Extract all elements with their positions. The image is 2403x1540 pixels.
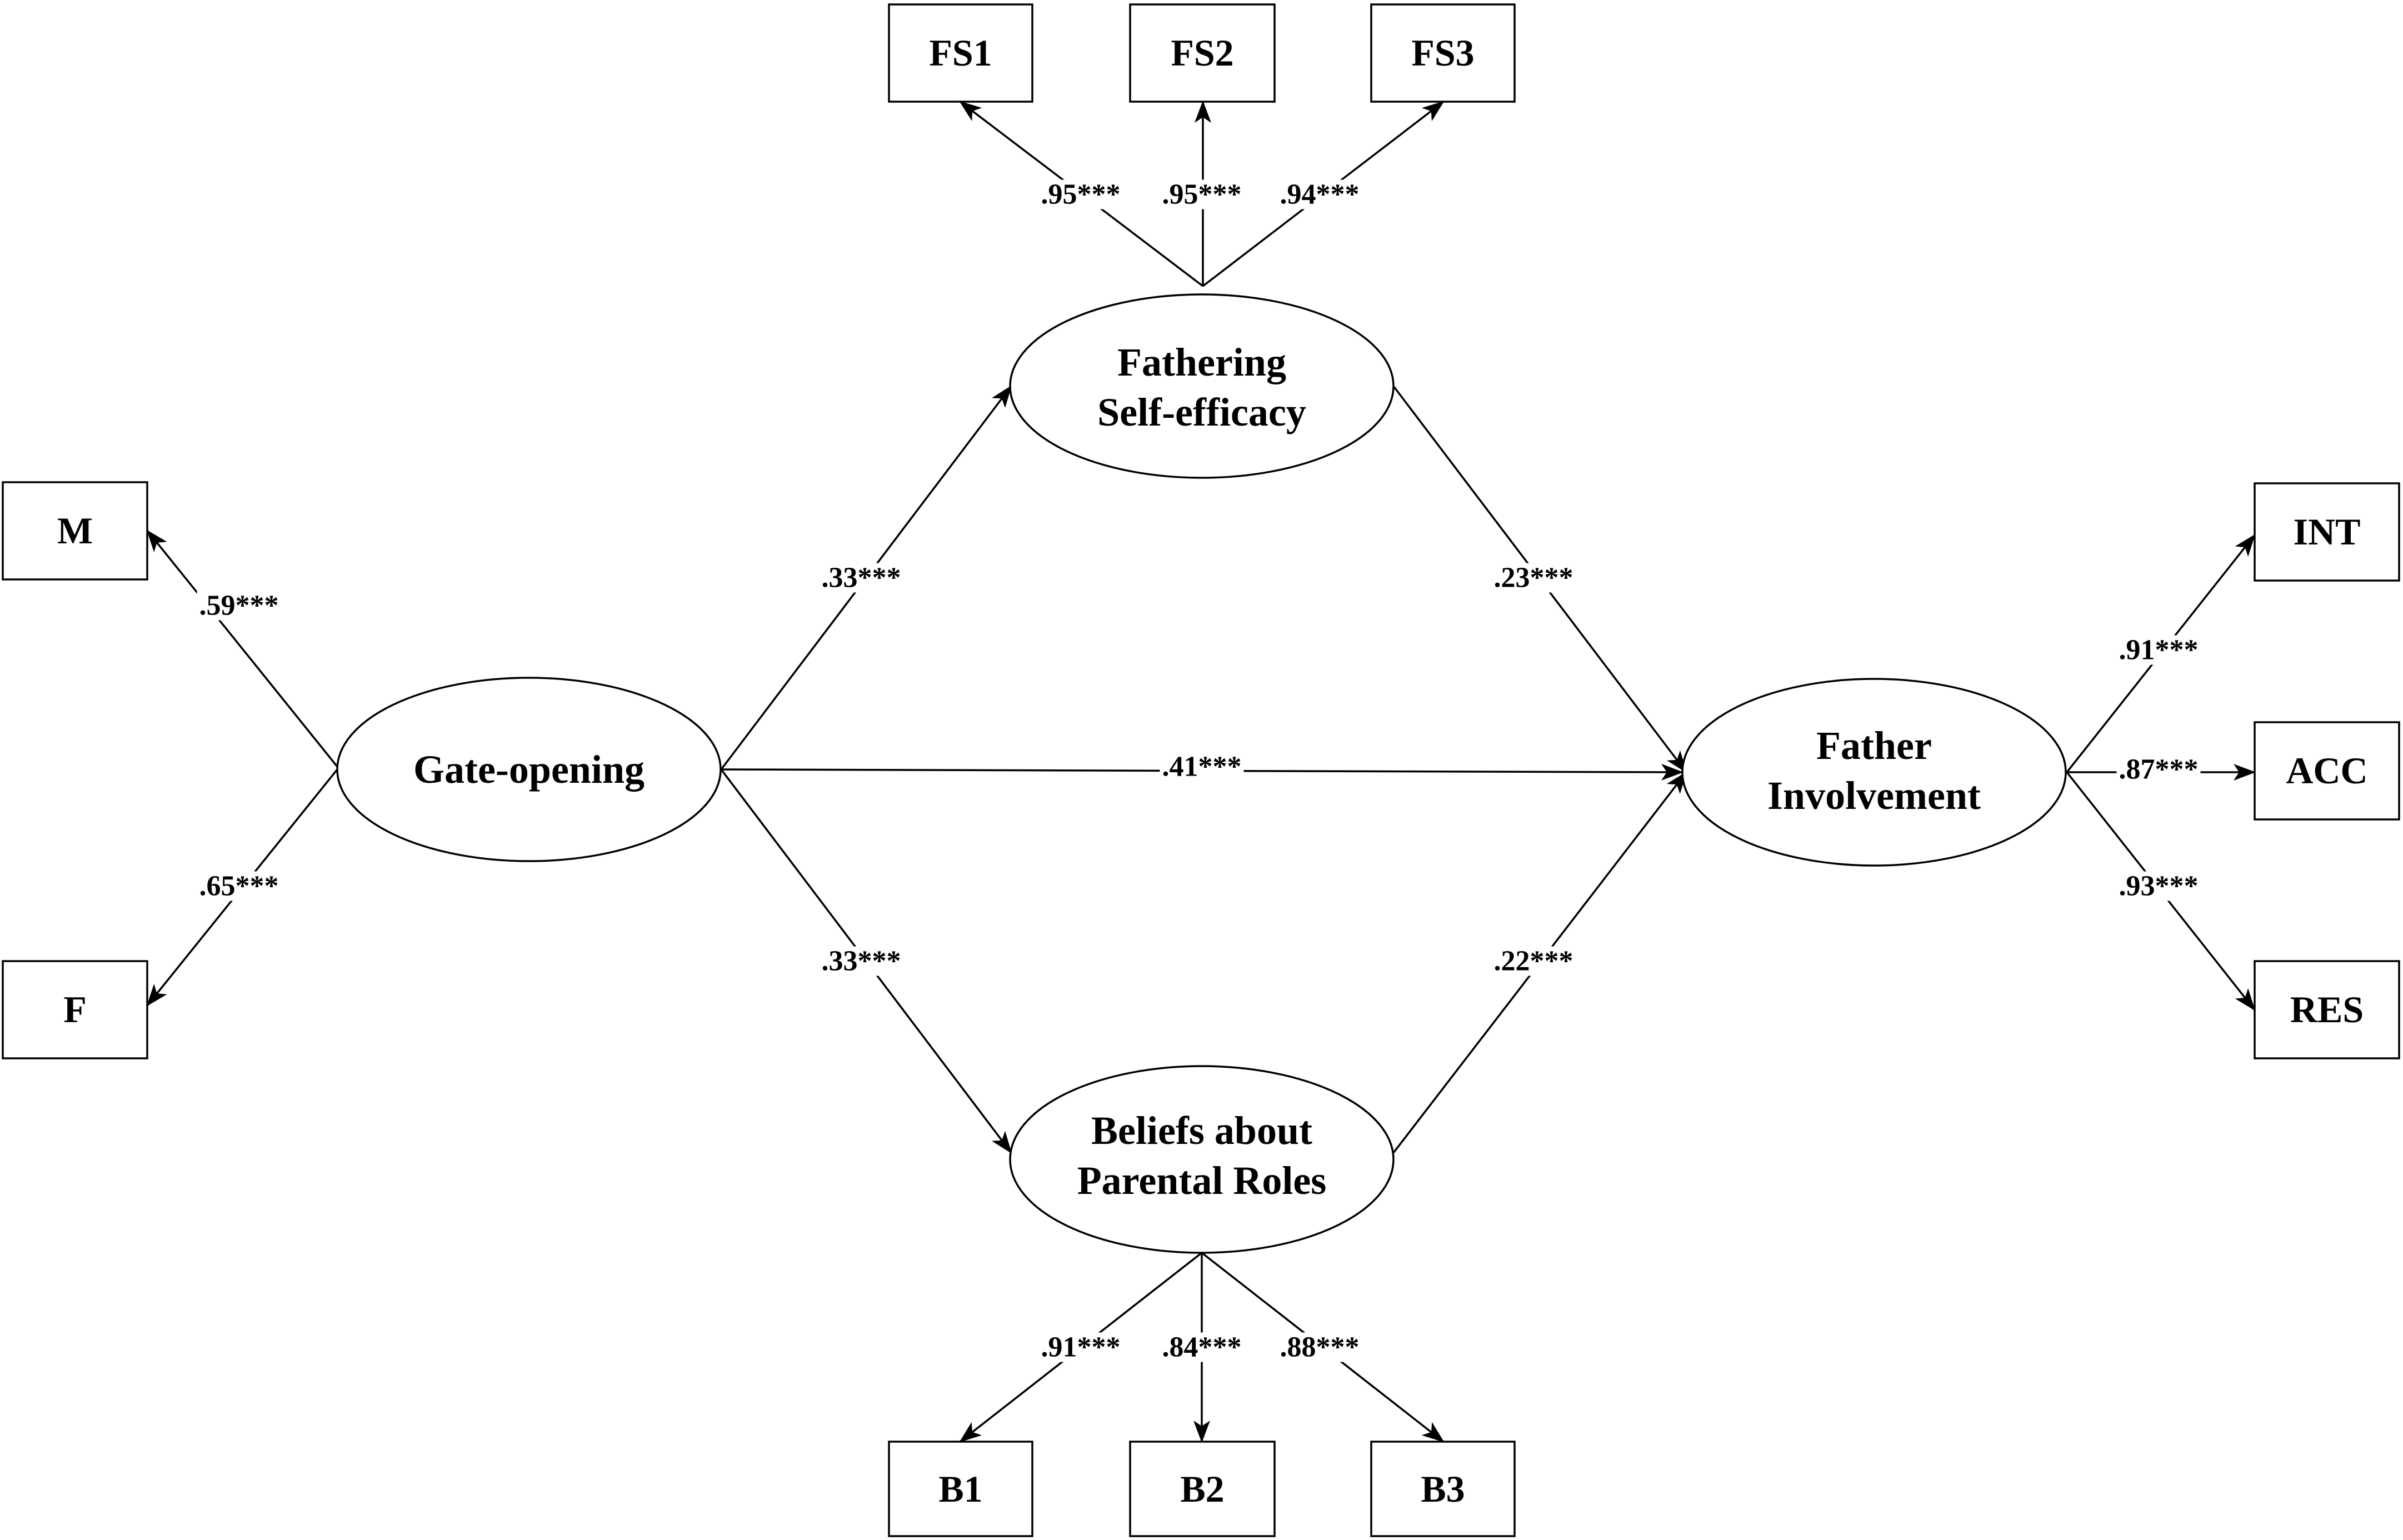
- beliefs-parental-roles-label-line1: Beliefs about: [1091, 1108, 1312, 1153]
- indicator-res: RES: [2254, 960, 2400, 1059]
- coef-label-background: [1038, 1332, 1123, 1362]
- loading-fs3: .94***: [1280, 179, 1360, 211]
- coef-label-background: [2116, 635, 2201, 665]
- loading-f: .65***: [199, 871, 279, 902]
- coef-label-background: [197, 591, 281, 621]
- path-gate-bpr: .33***: [822, 946, 901, 977]
- indicator-fs1: FS1: [888, 3, 1033, 103]
- indicator-m-label: M: [57, 509, 93, 552]
- indicator-acc-label: ACC: [2286, 749, 2367, 792]
- coef-label-background: [1491, 563, 1576, 593]
- coef-label-background: [819, 946, 903, 976]
- gate-opening-label: Gate-opening: [413, 747, 645, 792]
- coef-label-background: [1277, 1332, 1362, 1362]
- coef-label-background: [1277, 179, 1362, 209]
- loading-b1: .91***: [1041, 1332, 1121, 1363]
- beliefs-parental-roles-label-line2: Parental Roles: [1077, 1158, 1327, 1203]
- indicator-int-label: INT: [2294, 511, 2361, 553]
- indicator-fs1-label: FS1: [929, 32, 992, 74]
- coef-label-background: [1160, 179, 1244, 209]
- path-gate-fse: .33***: [822, 562, 901, 594]
- loading-int: .91***: [2119, 634, 2199, 666]
- indicator-fs3-label: FS3: [1411, 32, 1474, 74]
- indicator-m: M: [2, 481, 148, 581]
- coef-label-background: [1160, 752, 1244, 782]
- coef-label-background: [1160, 1332, 1244, 1362]
- latent-father-involvement: Father Involvement: [1681, 678, 2067, 867]
- father-involvement-label-line2: Involvement: [1767, 773, 1981, 818]
- fathering-self-efficacy-label-line2: Self-efficacy: [1097, 390, 1306, 434]
- indicator-acc: ACC: [2254, 721, 2400, 821]
- indicator-b2-label: B2: [1180, 1468, 1224, 1510]
- father-involvement-label-line1: Father: [1816, 723, 1932, 768]
- coef-label-background: [2116, 871, 2201, 901]
- indicator-res-label: RES: [2290, 988, 2364, 1031]
- loading-b3: .88***: [1280, 1332, 1360, 1363]
- indicator-f-label: F: [63, 988, 87, 1031]
- indicator-f: F: [2, 960, 148, 1059]
- indicator-b1: B1: [888, 1441, 1033, 1537]
- indicator-b3-label: B3: [1421, 1468, 1465, 1510]
- loading-b2: .84***: [1162, 1332, 1242, 1363]
- coef-label-background: [2116, 754, 2201, 784]
- indicator-b1-label: B1: [938, 1468, 982, 1510]
- indicator-b3: B3: [1370, 1441, 1516, 1537]
- latent-beliefs-parental-roles: Beliefs about Parental Roles: [1009, 1065, 1395, 1254]
- loading-acc: .87***: [2119, 754, 2199, 786]
- latent-gate-opening: Gate-opening: [336, 677, 722, 862]
- coef-label-background: [819, 563, 903, 593]
- loading-fs2: .95***: [1162, 179, 1242, 211]
- latent-fathering-self-efficacy: Fathering Self-efficacy: [1009, 293, 1395, 479]
- coef-label-background: [1038, 179, 1123, 209]
- edge-gate-to-m: [146, 529, 338, 768]
- loading-res: .93***: [2119, 871, 2199, 902]
- loading-fs1: .95***: [1041, 179, 1121, 211]
- indicator-fs3: FS3: [1370, 3, 1516, 103]
- indicator-b2: B2: [1129, 1441, 1276, 1537]
- path-gate-fi: .41***: [1162, 751, 1242, 783]
- path-bpr-fi: .22***: [1494, 946, 1573, 977]
- path-fse-fi: .23***: [1494, 562, 1573, 594]
- indicator-int: INT: [2254, 482, 2400, 582]
- coef-label-background: [197, 871, 281, 901]
- fathering-self-efficacy-label-line1: Fathering: [1117, 340, 1286, 384]
- loading-m: .59***: [199, 590, 279, 622]
- coef-label-background: [1491, 946, 1576, 976]
- indicator-fs2-label: FS2: [1171, 32, 1233, 74]
- indicator-fs2: FS2: [1129, 3, 1276, 103]
